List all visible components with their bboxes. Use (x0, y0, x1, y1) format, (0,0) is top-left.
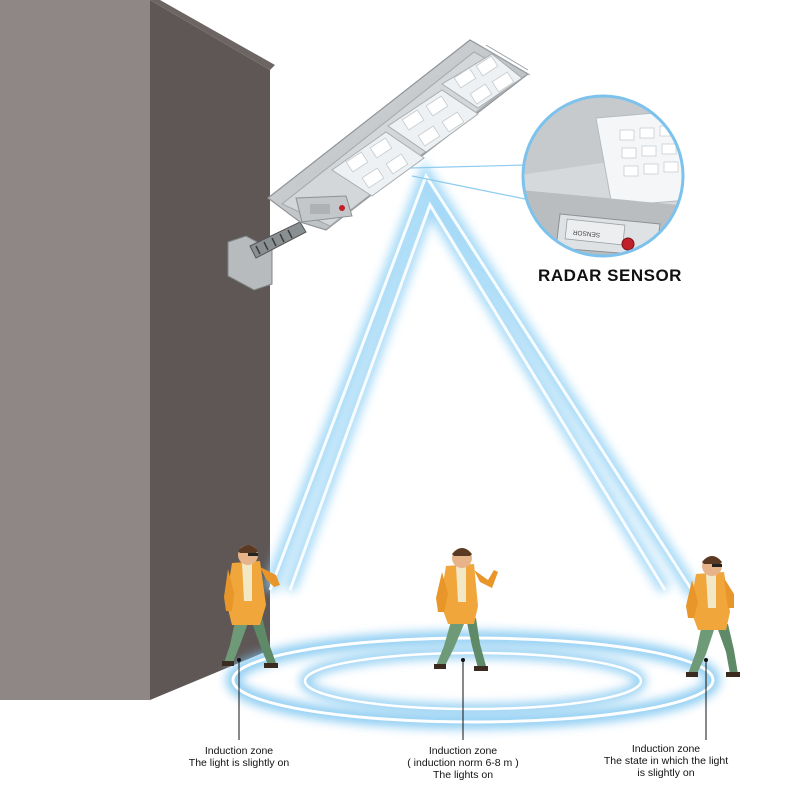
solar-street-lamp (267, 39, 531, 231)
radar-sensor-title: RADAR SENSOR (538, 266, 682, 285)
mounting-bracket (227, 221, 307, 291)
zone-label-line: Induction zone (204, 745, 274, 757)
radar-detection-beams (263, 160, 701, 599)
walking-person-middle (434, 548, 498, 671)
zone-label-left: Induction zone The light is slightly on (179, 745, 299, 769)
led-panel (331, 53, 523, 197)
zone-label-line: Induction zone (631, 743, 701, 755)
zone-pointer-dot (461, 658, 465, 662)
building-wall (0, 0, 275, 700)
zone-pointer-dot (704, 658, 708, 662)
sensor-dot (339, 205, 345, 211)
zone-label-line: The light is slightly on (188, 757, 290, 769)
radar-sensor-callout: SENSOR (521, 94, 685, 258)
induction-rings (226, 631, 720, 729)
zone-label-line: Induction zone (428, 745, 498, 757)
zone-label-right: Induction zone The state in which the li… (596, 743, 736, 779)
walking-person-right (686, 556, 740, 677)
callout-connectors (409, 164, 531, 201)
zone-label-line: The lights on (432, 769, 494, 781)
zone-pointer-dot (237, 658, 241, 662)
walking-person-left (222, 545, 280, 668)
zone-label-line: ( induction norm 6-8 m ) (407, 757, 519, 769)
zone-label-middle: Induction zone ( induction norm 6-8 m ) … (398, 745, 528, 781)
zone-label-line: The state in which the light (603, 755, 729, 767)
zone-label-line: is slightly on (637, 767, 695, 779)
sensor-plate-text: SENSOR (572, 228, 600, 238)
zone-pointers (238, 660, 707, 740)
